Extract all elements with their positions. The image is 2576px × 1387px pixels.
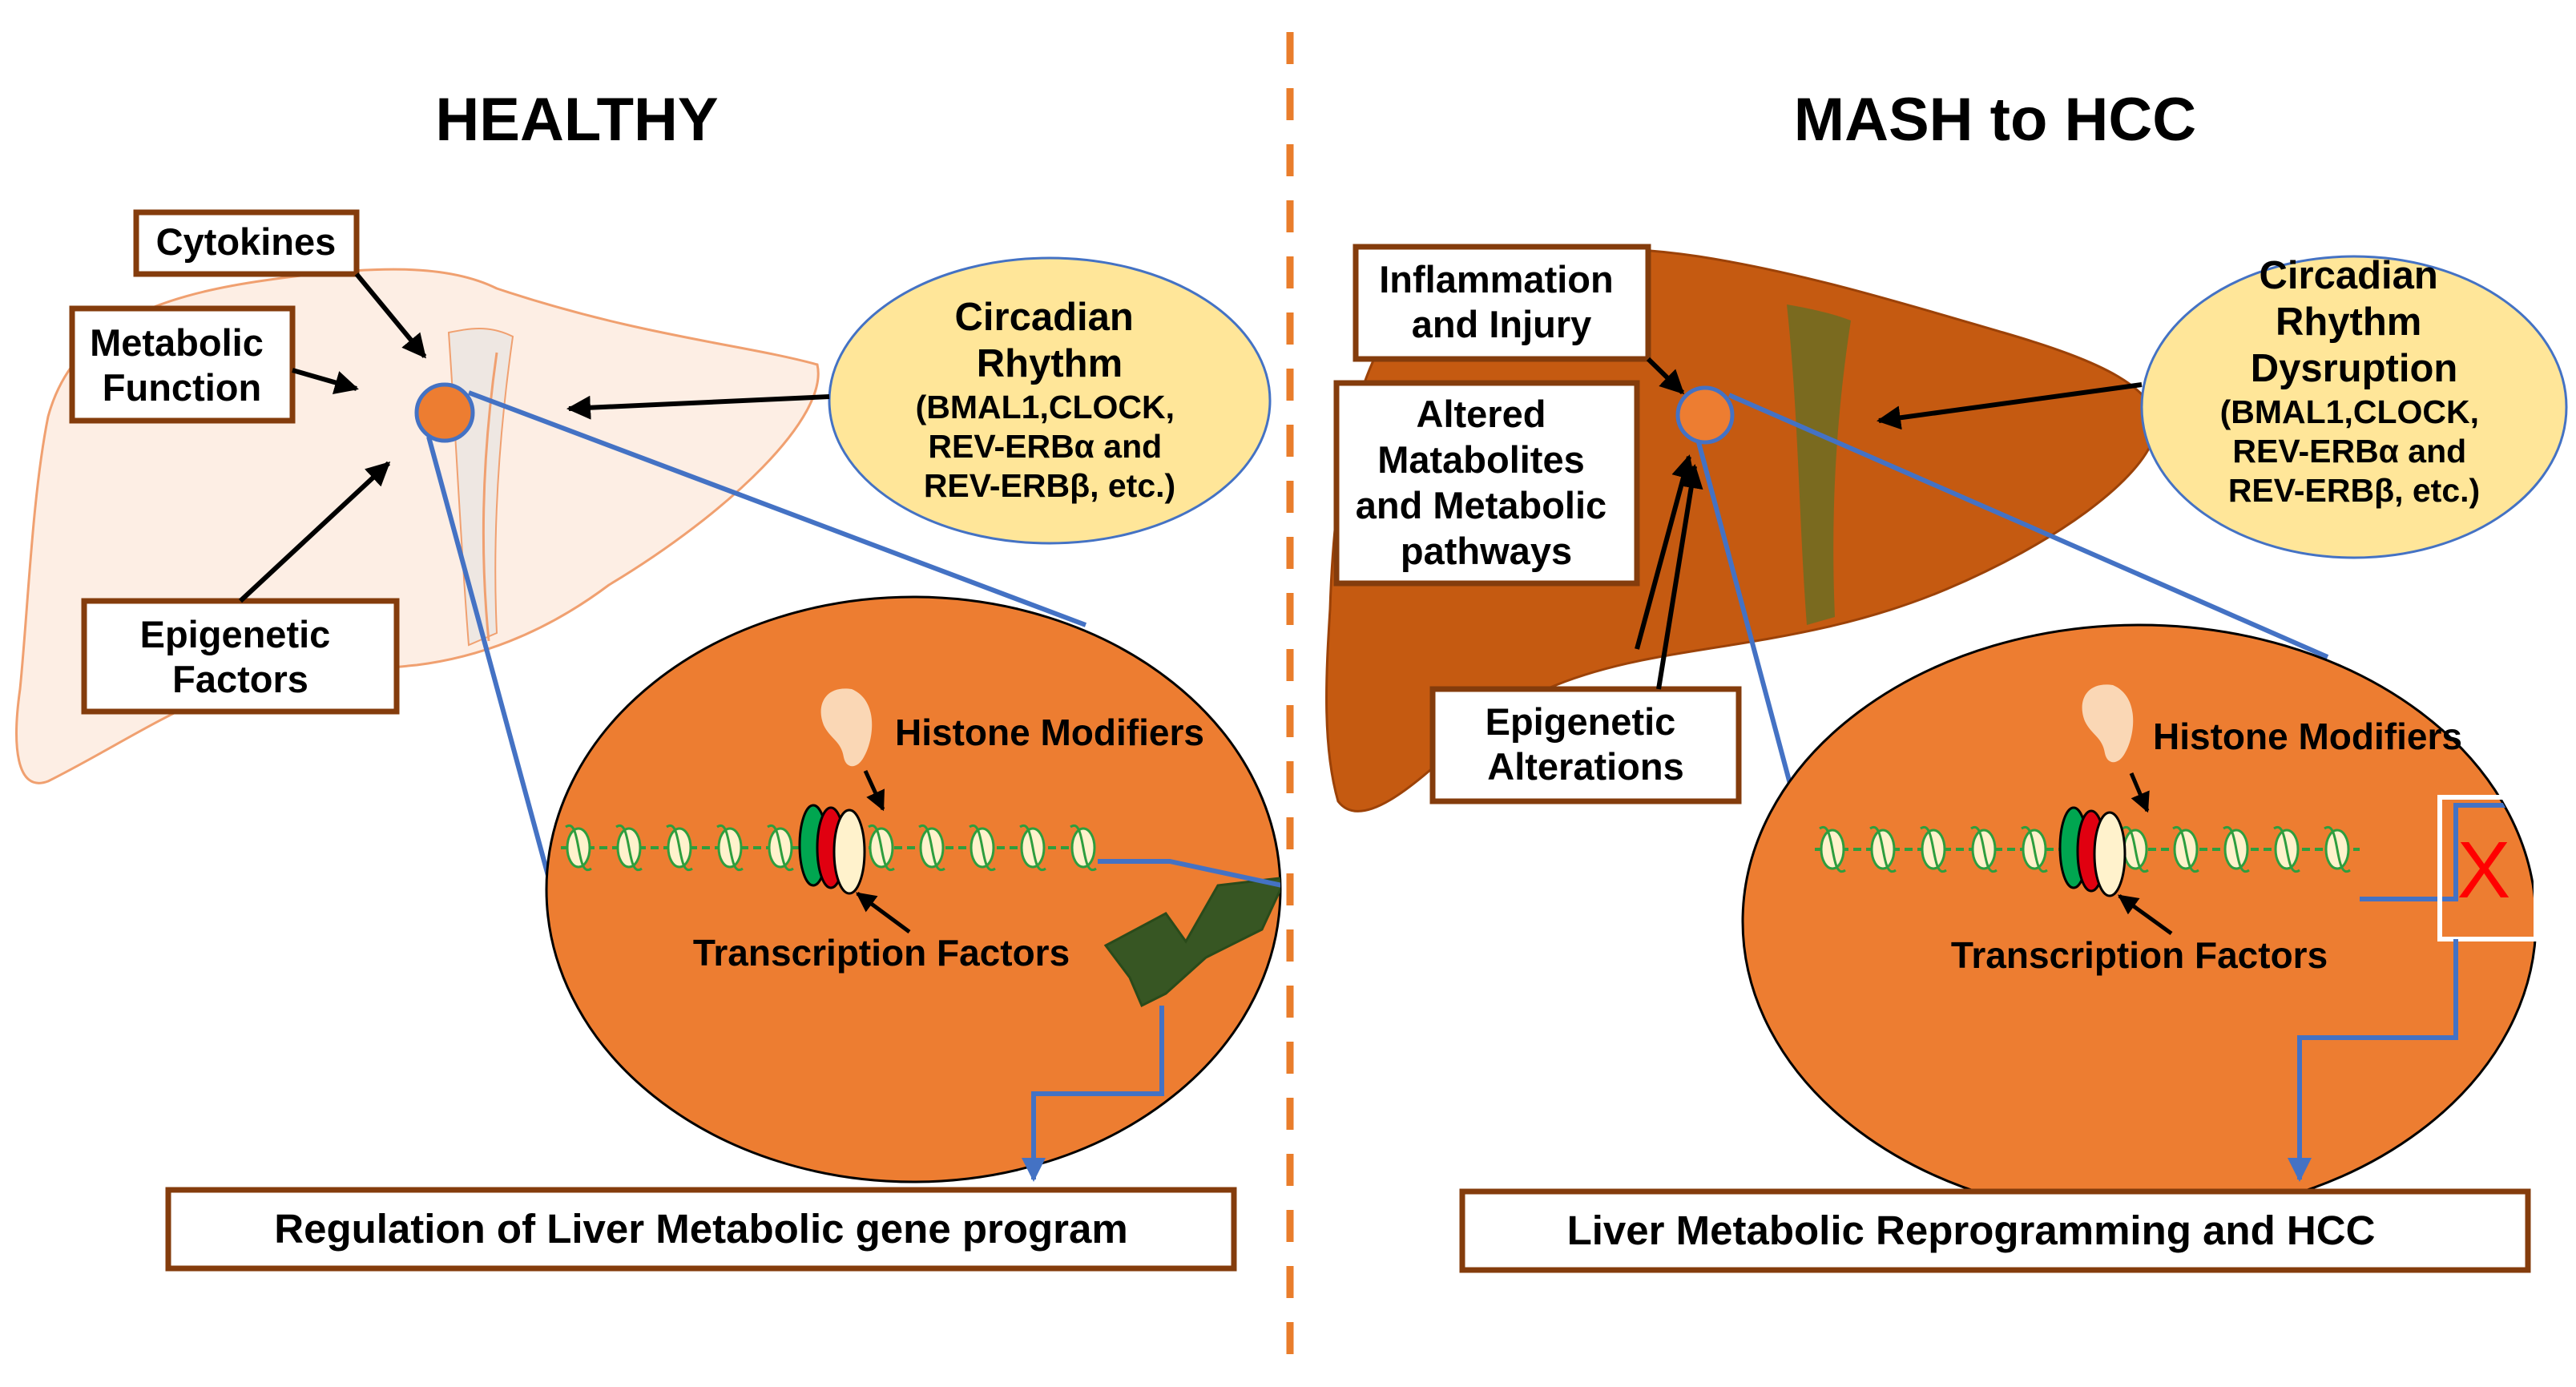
altered-metabolites-label: Altered Matabolites and Metabolic pathwa… (1356, 393, 1617, 572)
healthy-hepatocyte (414, 382, 475, 443)
healthy-circadian-genes: (BMAL1,CLOCK, REV-ERBα and REV-ERBβ, etc… (916, 389, 1184, 504)
disease-zoom-line-right (1727, 393, 2329, 659)
disease-dna-wrap (1920, 825, 1947, 873)
disease-liver-ligament (1787, 304, 1851, 625)
healthy-dna-wrap (918, 824, 945, 872)
disease-block-box (2437, 795, 2538, 941)
disease-histone-arrow (2129, 772, 2150, 813)
healthy-zoom-circle (545, 595, 1282, 1183)
epigenetic-factors-arrow (238, 461, 391, 603)
healthy-outcome-box (165, 1187, 1237, 1272)
healthy-tf-cream (832, 808, 866, 895)
disease-dna-wrap (2273, 825, 2300, 873)
healthy-circadian-title: Circadian Rhythm (955, 296, 1145, 385)
disease-tf-cream (2093, 811, 2127, 897)
healthy-expression-connector (1098, 859, 1280, 888)
healthy-tf-arrow (855, 891, 911, 934)
disease-dna-wrap (2021, 825, 2048, 873)
epigenetic-alterations-label: Epigenetic Alterations (1486, 700, 1687, 788)
healthy-circadian-oval (828, 256, 1272, 545)
disease-block-mark: X (2457, 825, 2511, 915)
healthy-dna-wrap (767, 824, 794, 872)
healthy-zoom-line-left (426, 436, 567, 938)
epigenetic-factors-label: Epigenetic Factors (140, 613, 341, 700)
inflammation-box (1353, 244, 1651, 362)
disease-dna-wrap (2172, 825, 2199, 873)
disease-outcome-label: Liver Metabolic Reprogramming and HCC (1567, 1208, 2376, 1253)
disease-zoom-circle (1741, 623, 2538, 1220)
disease-circadian-genes: (BMAL1,CLOCK, REV-ERBα and REV-ERBβ, etc… (2220, 393, 2489, 509)
disease-transcription-factors-label: Transcription Factors (1951, 934, 2328, 976)
healthy-circadian-arrow (566, 394, 830, 420)
disease-dna-wrap (1970, 825, 1998, 873)
epigenetic-alterations-arrow (1656, 464, 1703, 690)
disease-dna-wrap (2324, 825, 2351, 873)
healthy-transcription-factors-label: Transcription Factors (693, 932, 1070, 974)
healthy-histone-arrow (863, 769, 885, 812)
healthy-dna-wrap (565, 824, 592, 872)
healthy-outcome-connector (1022, 1006, 1164, 1182)
healthy-activation-ribbon (1103, 876, 1280, 1008)
healthy-liver-lobe-line (482, 352, 498, 642)
healthy-dna-wrap (868, 824, 895, 872)
disease-outcome-box (1459, 1188, 2531, 1273)
disease-histone-modifiers-label: Histone Modifiers (2153, 716, 2462, 757)
healthy-histone-modifiers-label: Histone Modifiers (895, 712, 1204, 753)
disease-circadian-arrow (1877, 382, 2143, 430)
disease-circadian-title: Circadian Rhythm Dysruption (2251, 254, 2458, 390)
disease-outcome-connector (2288, 939, 2458, 1182)
healthy-dna-wrap (969, 824, 996, 872)
disease-blocked-connector (2360, 803, 2516, 901)
healthy-dna-wrap (1019, 824, 1046, 872)
healthy-dna-wrap (666, 824, 693, 872)
disease-dna-wrap (2223, 825, 2250, 873)
healthy-histone-modifier-icon (820, 688, 873, 767)
disease-heading: MASH to HCC (1794, 86, 2196, 154)
cytokines-arrow (354, 272, 427, 359)
epigenetic-alterations-box (1429, 686, 1742, 804)
healthy-dna-wrap (615, 824, 643, 872)
cytokines-label: Cytokines (156, 220, 337, 263)
healthy-heading: HEALTHY (435, 86, 718, 154)
disease-dna-wrap (1869, 825, 1897, 873)
disease-dna-wrap (2122, 825, 2149, 873)
healthy-zoom-line-right (467, 390, 1087, 627)
healthy-panel: Histone Modifiers Transcription Factors … (15, 209, 1282, 1272)
epigenetic-factors-box (81, 598, 400, 715)
disease-dna-wrap (1819, 825, 1846, 873)
metabolic-function-box (69, 305, 296, 424)
healthy-dna-strand (561, 824, 1098, 872)
healthy-dna-wrap (1070, 824, 1097, 872)
disease-hepatocyte (1675, 385, 1735, 445)
metabolic-function-label: Metabolic Function (90, 321, 274, 409)
cytokines-box (133, 209, 360, 277)
healthy-dna-wrap (716, 824, 744, 872)
healthy-outcome-label: Regulation of Liver Metabolic gene progr… (274, 1206, 1127, 1252)
metabolic-function-arrow (292, 368, 359, 394)
altered-metabolites-box (1333, 380, 1640, 587)
disease-circadian-oval (2140, 255, 2568, 559)
inflammation-label: Inflammation and Injury (1379, 258, 1624, 345)
disease-tf-arrow (2117, 893, 2173, 936)
inflammation-arrow (1646, 357, 1685, 395)
disease-histone-modifier-icon (2082, 684, 2134, 763)
disease-panel: Histone Modifiers Transcription Factors … (1325, 244, 2568, 1273)
